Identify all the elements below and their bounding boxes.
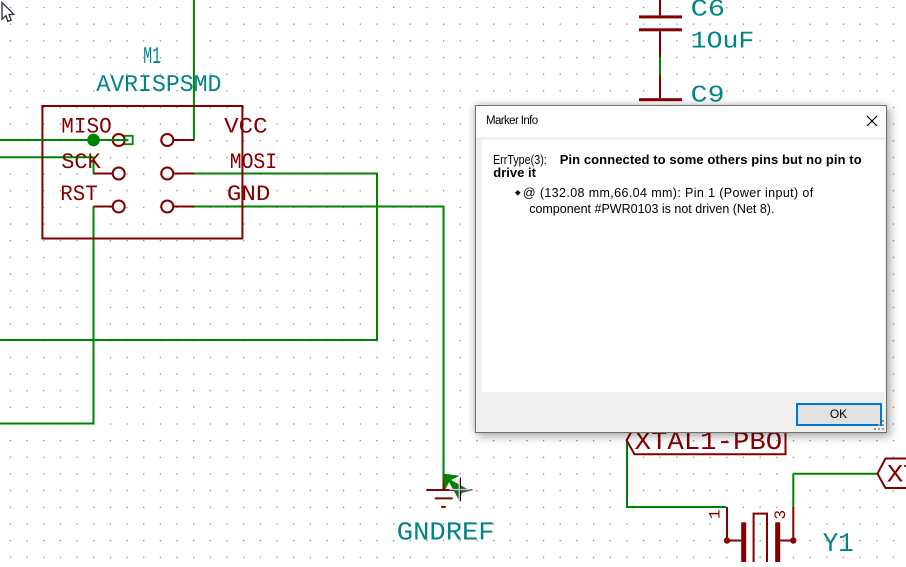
svg-text:1: 1 xyxy=(707,509,725,519)
svg-text:C6: C6 xyxy=(691,0,726,24)
svg-text:M1: M1 xyxy=(143,44,161,71)
svg-text:MOSI: MOSI xyxy=(230,150,278,175)
svg-text:1OuF: 1OuF xyxy=(691,28,755,55)
svg-text:AVRISPSMD: AVRISPSMD xyxy=(96,72,221,99)
svg-text:VCC: VCC xyxy=(224,114,268,139)
svg-text:3: 3 xyxy=(772,510,790,520)
svg-text:MISO: MISO xyxy=(61,114,111,139)
svg-text:GNDREF: GNDREF xyxy=(397,518,495,548)
svg-text:XTAL2-PB1: XTAL2-PB1 xyxy=(887,461,906,490)
svg-text:SCK: SCK xyxy=(61,150,101,175)
svg-text:Y1: Y1 xyxy=(823,530,854,560)
svg-text:RST: RST xyxy=(60,182,97,207)
svg-text:GND: GND xyxy=(227,182,270,207)
